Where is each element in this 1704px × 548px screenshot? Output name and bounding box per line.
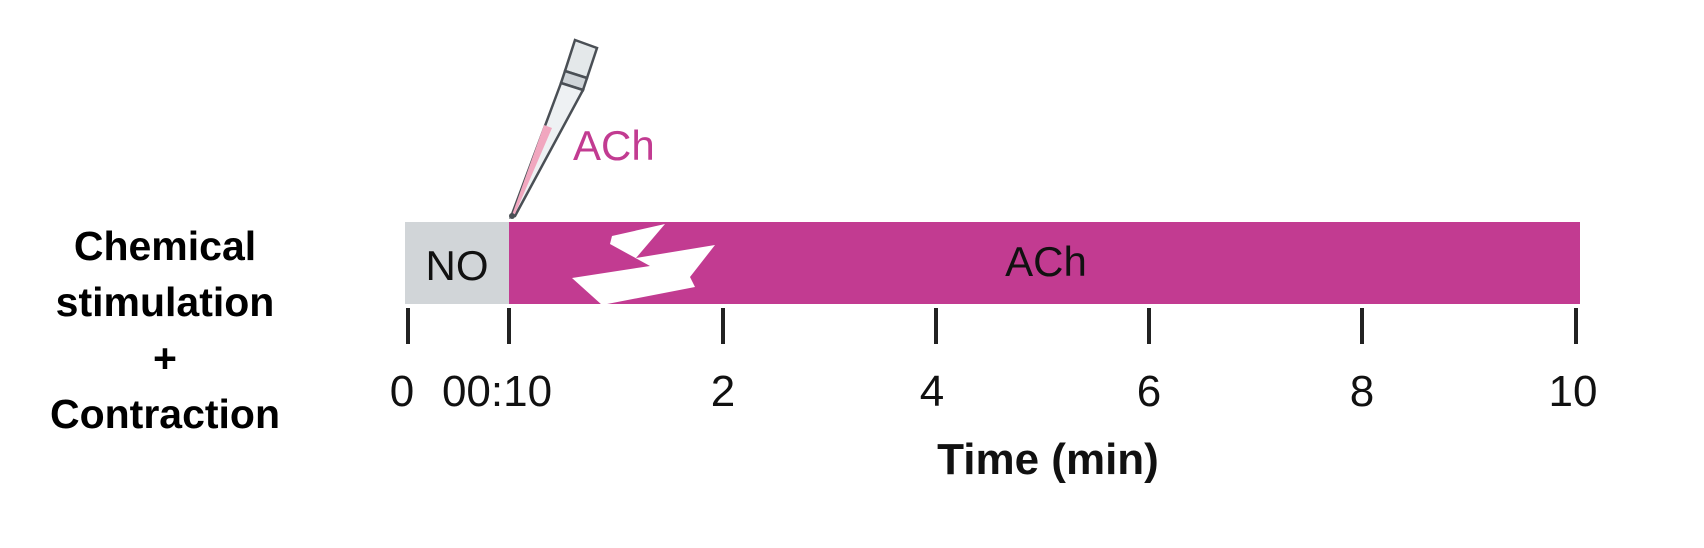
row-label-line-4: Contraction <box>49 391 281 437</box>
tick-label-5: 8 <box>1350 367 1374 416</box>
tick-label-1: 00:10 <box>442 367 552 416</box>
segment-no-label: NO <box>426 242 489 289</box>
axis-title: Time (min) <box>937 435 1159 484</box>
tick-label-4: 6 <box>1137 367 1161 416</box>
segment-no-bar <box>405 222 509 304</box>
tick-label-2: 2 <box>711 367 735 416</box>
tick-label-3: 4 <box>920 367 944 416</box>
segment-ach-label: ACh <box>1005 238 1087 285</box>
pipette-icon <box>508 38 599 219</box>
row-label-line-3: + <box>153 335 177 381</box>
axis-ticks: 0 00:10 2 4 6 8 10 <box>390 308 1598 416</box>
axis-break-icon <box>572 224 715 305</box>
tick-label-6: 10 <box>1549 367 1598 416</box>
row-label-line-2: stimulation <box>55 279 275 325</box>
row-label-line-1: Chemical <box>73 223 257 269</box>
tick-label-0: 0 <box>390 367 414 416</box>
pipette-label: ACh <box>573 122 655 169</box>
row-label: Chemical stimulation + Contraction <box>20 218 310 442</box>
